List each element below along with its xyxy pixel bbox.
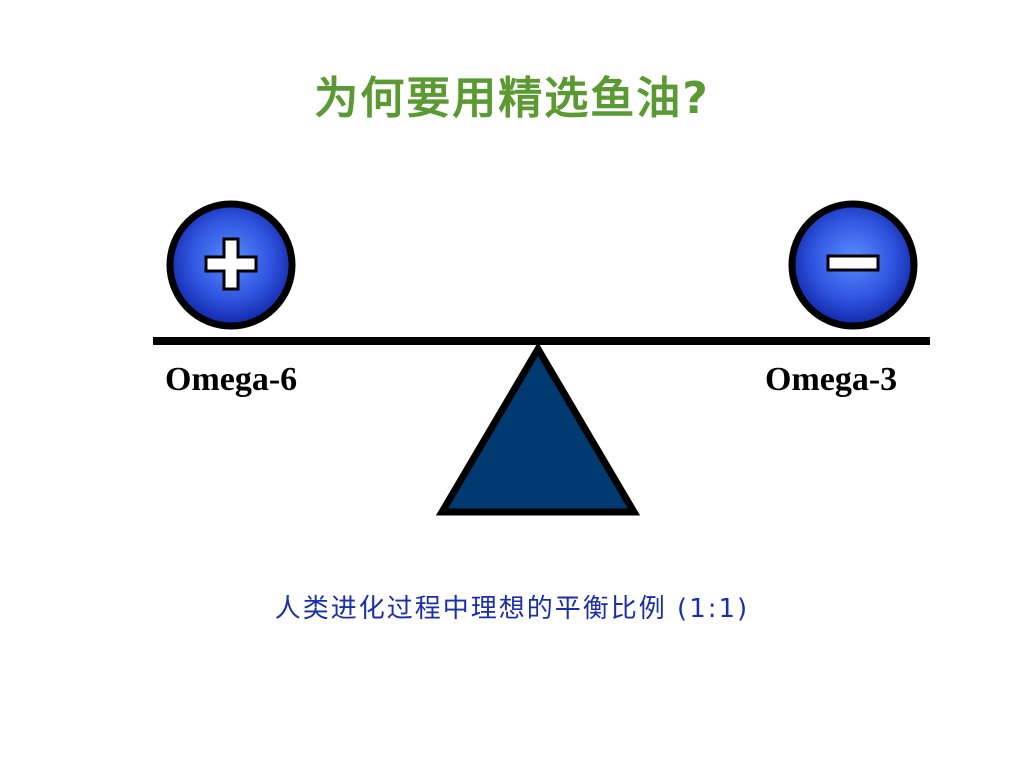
minus-icon <box>826 254 880 272</box>
page-title: 为何要用精选鱼油? <box>314 73 710 124</box>
fulcrum-triangle <box>435 342 641 516</box>
omega6-label: Omega-6 <box>165 361 298 398</box>
omega6-ball <box>166 200 296 330</box>
omega3-ball <box>788 200 918 330</box>
plus-icon <box>204 237 258 291</box>
ratio-caption: 人类进化过程中理想的平衡比例 (1:1) <box>274 594 750 624</box>
omega3-label: Omega-3 <box>765 361 898 398</box>
